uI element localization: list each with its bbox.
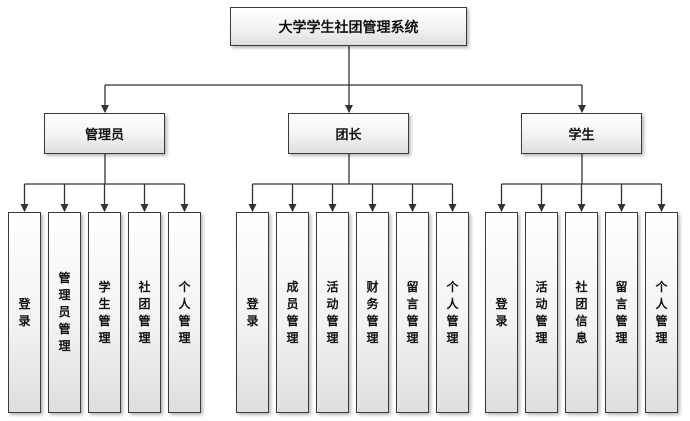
function-node: 登录 <box>236 212 269 413</box>
function-label: 管理员管理 <box>58 271 71 353</box>
function-label: 学生管理 <box>98 279 111 345</box>
function-node: 成员管理 <box>276 212 309 413</box>
function-node: 社团信息 <box>565 212 598 413</box>
role-node-admin: 管理员 <box>44 113 165 154</box>
root-node: 大学学生社团管理系统 <box>230 7 467 46</box>
function-label: 活动管理 <box>535 279 548 345</box>
function-node: 个人管理 <box>436 212 469 413</box>
function-node: 活动管理 <box>316 212 349 413</box>
root-label: 大学学生社团管理系统 <box>278 19 419 36</box>
role-node-student: 学生 <box>521 113 642 154</box>
function-label: 登录 <box>495 296 508 328</box>
function-label: 社团信息 <box>575 279 588 345</box>
function-label: 个人管理 <box>178 279 191 345</box>
function-node: 登录 <box>485 212 518 413</box>
function-node: 登录 <box>8 212 41 413</box>
role-node-leader: 团长 <box>288 113 409 154</box>
function-label: 财务管理 <box>366 279 379 345</box>
function-label: 留言管理 <box>406 279 419 345</box>
function-label: 登录 <box>246 296 259 328</box>
function-label: 个人管理 <box>446 279 459 345</box>
role-label-leader: 团长 <box>335 128 362 143</box>
role-label-student: 学生 <box>568 128 595 143</box>
function-label: 留言管理 <box>615 279 628 345</box>
function-label: 活动管理 <box>326 279 339 345</box>
function-node: 社团管理 <box>128 212 161 413</box>
function-label: 成员管理 <box>286 279 299 345</box>
role-label-admin: 管理员 <box>84 128 124 143</box>
function-node: 个人管理 <box>645 212 678 413</box>
function-node: 管理员管理 <box>48 212 81 413</box>
function-label: 社团管理 <box>138 279 151 345</box>
function-node: 活动管理 <box>525 212 558 413</box>
function-node: 个人管理 <box>168 212 201 413</box>
function-node: 学生管理 <box>88 212 121 413</box>
function-node: 财务管理 <box>356 212 389 413</box>
function-label: 登录 <box>18 296 31 328</box>
function-node: 留言管理 <box>605 212 638 413</box>
function-node: 留言管理 <box>396 212 429 413</box>
function-label: 个人管理 <box>655 279 668 345</box>
